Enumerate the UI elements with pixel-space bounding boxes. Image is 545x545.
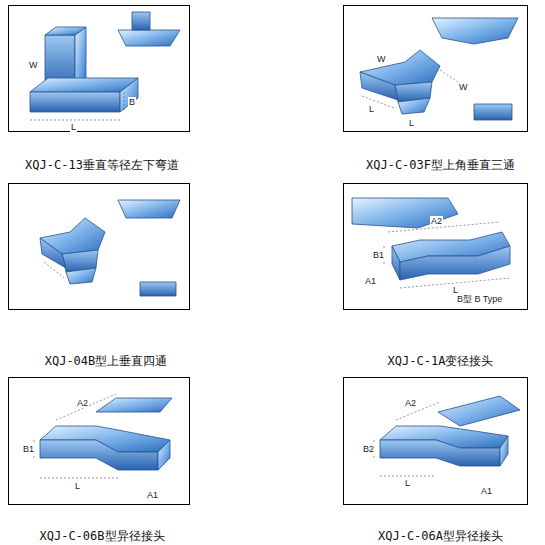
product-panel: XQJ-04B型上垂直四通 (8, 183, 190, 310)
vertical-tee (360, 18, 518, 120)
product-caption: XQJ-C-1A变径接头 (388, 353, 494, 370)
dimension-label: L (368, 104, 375, 114)
reducer-b-type (352, 198, 510, 280)
dimension-label: A1 (480, 486, 493, 496)
dimension-label: B (128, 97, 136, 107)
dimension-label: A1 (146, 490, 159, 500)
dimension-label: A1 (364, 276, 377, 286)
dimension-label: W (28, 60, 39, 70)
dimension-label: L (74, 481, 81, 491)
reducer-06b (40, 398, 172, 470)
vertical-cross (40, 200, 180, 296)
product-caption: XQJ-04B型上垂直四通 (45, 353, 168, 370)
dimension-label: A2 (430, 216, 443, 226)
product-caption: XQJ-C-06B型异径接头 (39, 528, 164, 545)
dimension-label: B1 (22, 444, 35, 454)
product-caption: XQJ-C-03F型上角垂直三通 (366, 157, 515, 174)
product-caption: XQJ-C-06A型异径接头 (378, 528, 503, 545)
product-panel: XQJ-C-06B型异径接头 (8, 377, 190, 505)
dimension-label: W (458, 82, 469, 92)
dimension-label: B2 (362, 444, 375, 454)
dimension-label: L (404, 478, 411, 488)
product-panel: XQJ-C-06A型异径接头 (343, 377, 528, 505)
dimension-label: L (70, 122, 77, 132)
dimension-label: A2 (76, 398, 89, 408)
dimension-label: A2 (404, 398, 417, 408)
product-panel: XQJ-C-1A变径接头 (343, 183, 528, 310)
vertical-elbow (30, 12, 180, 112)
dimension-label: L (408, 118, 415, 128)
product-caption: XQJ-C-13垂直等径左下弯道 (25, 157, 179, 174)
dimension-label: B1 (372, 250, 385, 260)
dimension-label: W (376, 54, 387, 64)
dimension-label: B型 B Type (456, 294, 503, 304)
reducer-06a (380, 396, 520, 466)
